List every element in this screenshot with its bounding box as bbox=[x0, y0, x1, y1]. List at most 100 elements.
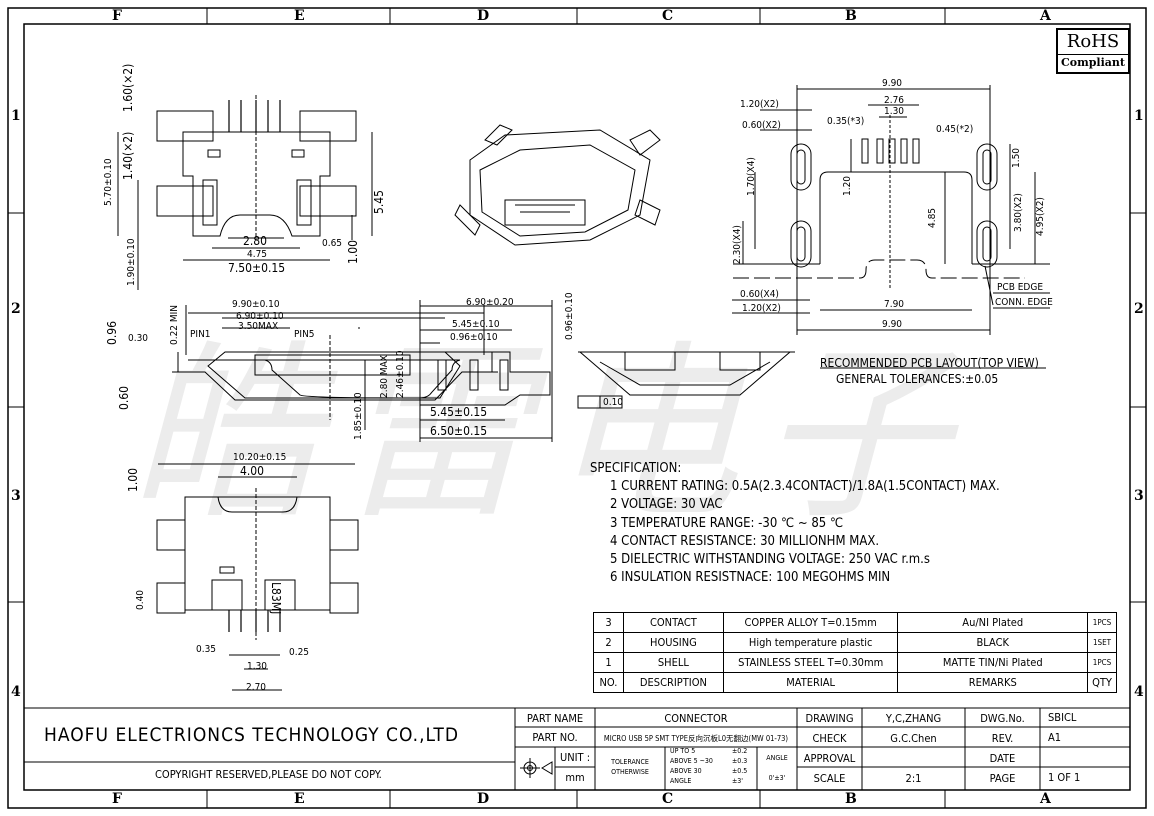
otherwise-label: OTHERWISE bbox=[611, 768, 649, 776]
dim-label: 9.90 bbox=[882, 319, 903, 330]
grid-col-d-top: D bbox=[477, 8, 490, 24]
pin5-label: PIN5 bbox=[294, 329, 315, 340]
bom-qty: 1PCS bbox=[1087, 612, 1117, 633]
check-value: G.C.Chen bbox=[890, 732, 937, 745]
pcb-edge-label: PCB EDGE bbox=[997, 282, 1044, 293]
bom-description: HOUSING bbox=[622, 632, 724, 653]
unit-label: UNIT : bbox=[559, 751, 591, 764]
dim-label: 0.96±0.10 bbox=[450, 332, 498, 343]
top-view-outline bbox=[117, 95, 373, 290]
spec-item: 2 VOLTAGE: 30 VAC bbox=[610, 497, 723, 513]
tol-range: UP TO 5 bbox=[670, 747, 696, 755]
dim-label: 3.50MAX bbox=[238, 321, 279, 332]
grid-row-4-right: 4 bbox=[1134, 684, 1144, 700]
dim-label: 0.35(*3) bbox=[827, 116, 865, 127]
bom-remarks: BLACK bbox=[897, 632, 1088, 653]
dim-label: 4.95(X2) bbox=[1035, 197, 1046, 236]
check-label: CHECK bbox=[812, 732, 847, 745]
isometric-view bbox=[454, 124, 661, 246]
spec-item: 5 DIELECTRIC WITHSTANDING VOLTAGE: 250 V… bbox=[610, 552, 930, 568]
bom-header-remarks: REMARKS bbox=[897, 672, 1088, 693]
dim-label: 1.00 bbox=[346, 239, 360, 264]
dim-label: 2.70 bbox=[246, 682, 267, 693]
dim-label: 1.90±0.10 bbox=[126, 238, 137, 286]
dim-label: 6.50±0.15 bbox=[430, 424, 488, 438]
dim-label: 9.90 bbox=[882, 78, 903, 89]
spec-item: 3 TEMPERATURE RANGE: -30 ℃ ~ 85 ℃ bbox=[610, 515, 844, 531]
tol-range: ABOVE 30 bbox=[670, 767, 702, 775]
rev-label: REV. bbox=[991, 732, 1014, 745]
dim-label: 0.60(X4) bbox=[740, 289, 779, 300]
dim-label: 0.22 MIN bbox=[169, 304, 180, 345]
dim-label: 5.45 bbox=[372, 189, 386, 214]
tol-value: ±0.5 bbox=[732, 767, 748, 775]
tol-value: ±0.3 bbox=[732, 757, 748, 765]
dwg-no-value: SBICL bbox=[1048, 711, 1077, 724]
rohs-badge: RoHS Compliant bbox=[1056, 28, 1130, 74]
bom-material: COPPER ALLOY T=0.15mm bbox=[722, 612, 899, 633]
dim-label: 0.30 bbox=[128, 333, 149, 344]
dim-label: 1.20(X2) bbox=[742, 303, 781, 314]
grid-col-b-bottom: B bbox=[845, 791, 857, 807]
dim-label: 4.85 bbox=[927, 207, 938, 228]
dim-label: 0.40 bbox=[135, 589, 146, 610]
dim-label: 0.96±0.10 bbox=[564, 292, 575, 340]
bom-qty: 1PCS bbox=[1087, 652, 1117, 673]
grid-row-3-left: 3 bbox=[11, 488, 21, 504]
dim-label: 7.50±0.15 bbox=[228, 261, 286, 275]
scale-label: SCALE bbox=[813, 772, 846, 785]
dim-label: 1.85±0.10 bbox=[353, 392, 364, 440]
dwg-no-label: DWG.No. bbox=[980, 712, 1025, 725]
dim-label: 1.30 bbox=[884, 106, 905, 117]
rohs-title: RoHS bbox=[1066, 31, 1120, 52]
part-no-label: PART NO. bbox=[532, 731, 578, 744]
mounted-side-view bbox=[577, 351, 795, 409]
angle-value: 0'±3' bbox=[768, 774, 786, 782]
part-no: MICRO USB 5P SMT TYPE反向沉板L0无翻边(MW 01-73) bbox=[603, 734, 789, 743]
dim-label: 9.90±0.10 bbox=[232, 299, 280, 310]
dim-label: 4.00 bbox=[240, 464, 265, 478]
dim-label: 1.20 bbox=[842, 175, 853, 196]
dim-label: 0.45(*2) bbox=[936, 124, 974, 135]
company-name: HAOFU ELECTRIONCS TECHNOLOGY CO.,LTD bbox=[44, 724, 460, 746]
bom-no: 1 bbox=[593, 652, 624, 673]
dim-label: 0.60(X2) bbox=[742, 120, 781, 131]
dim-label: 6.90±0.20 bbox=[466, 297, 514, 308]
spec-item: 4 CONTACT RESISTANCE: 30 MILLIONHM MAX. bbox=[610, 533, 880, 549]
spec-item: 1 CURRENT RATING: 0.5A(2.3.4CONTACT)/1.8… bbox=[610, 479, 1000, 495]
copyright: COPYRIGHT RESERVED,PLEASE DO NOT COPY. bbox=[155, 768, 382, 781]
dim-label: 1.50 bbox=[1011, 147, 1022, 168]
dim-label: 0.25 bbox=[289, 647, 310, 658]
bom-description: CONTACT bbox=[622, 612, 724, 633]
dim-label: 5.45±0.15 bbox=[430, 405, 488, 419]
dim-label: 2.30(X4) bbox=[732, 225, 743, 264]
page-value: 1 OF 1 bbox=[1048, 771, 1081, 784]
grid-col-b-top: B bbox=[845, 8, 857, 24]
dim-label: 10.20±0.15 bbox=[233, 452, 287, 463]
dim-label: 2.80 bbox=[243, 234, 268, 248]
dim-label: 1.40(×2) bbox=[121, 131, 135, 180]
bom-material: High temperature plastic bbox=[722, 632, 899, 653]
grid-row-2-left: 2 bbox=[11, 301, 21, 317]
bom-header-description: DESCRIPTION bbox=[622, 672, 724, 693]
bom-no: 3 bbox=[593, 612, 624, 633]
angle-label: ANGLE bbox=[766, 754, 788, 762]
dim-label: 5.70±0.10 bbox=[103, 158, 114, 206]
rev-value: A1 bbox=[1048, 731, 1062, 744]
pcb-layout bbox=[732, 85, 1050, 369]
tol-value: ±0.2 bbox=[732, 747, 748, 755]
spec-title: SPECIFICATION: bbox=[590, 461, 682, 476]
approval-label: APPROVAL bbox=[803, 752, 856, 765]
grid-col-a-top: A bbox=[1040, 8, 1051, 24]
tol-value: ±3' bbox=[732, 777, 744, 785]
dim-label: 1.70(X4) bbox=[746, 157, 757, 196]
tolerance-label: TOLERANCE bbox=[611, 758, 649, 766]
grid-col-f-top: F bbox=[112, 8, 122, 24]
bom-description: SHELL bbox=[622, 652, 724, 673]
